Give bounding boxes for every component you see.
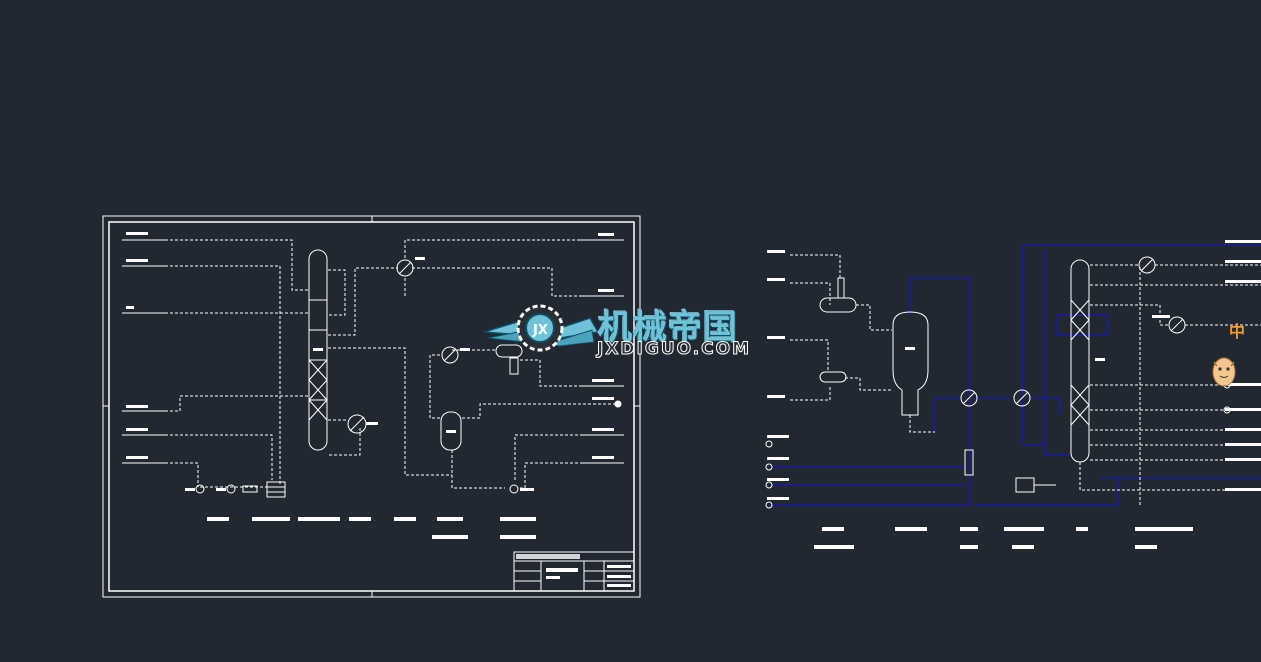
left-drawing-sheet (102, 215, 641, 598)
right-drawing (765, 240, 1261, 549)
title-block (513, 551, 635, 592)
sheet-outer-border (102, 215, 641, 598)
right-labels (767, 240, 1261, 549)
left-outlet-streams (580, 233, 624, 464)
equipment-labels-left (185, 488, 536, 539)
watermark-title: 机械帝国 (598, 308, 738, 348)
reactor-vessel (892, 311, 929, 416)
right-equipment (765, 256, 1231, 509)
watermark-subtitle: JXDIGUO.COM (596, 339, 752, 360)
left-inlet-streams (122, 232, 165, 464)
vessels-left (440, 344, 523, 451)
distillation-column-left (308, 249, 328, 451)
left-process-lines (165, 239, 616, 489)
input-method-badge[interactable]: 中 (1229, 322, 1246, 341)
heat-exchangers-left (347, 257, 470, 434)
winged-gear-icon: JX (483, 304, 600, 352)
pumps-left (195, 481, 519, 498)
blue-pipelines (770, 244, 1261, 506)
sheet-inner-border (108, 221, 635, 592)
egg-mascot-icon[interactable] (1209, 354, 1239, 388)
svg-text:JX: JX (532, 323, 548, 338)
